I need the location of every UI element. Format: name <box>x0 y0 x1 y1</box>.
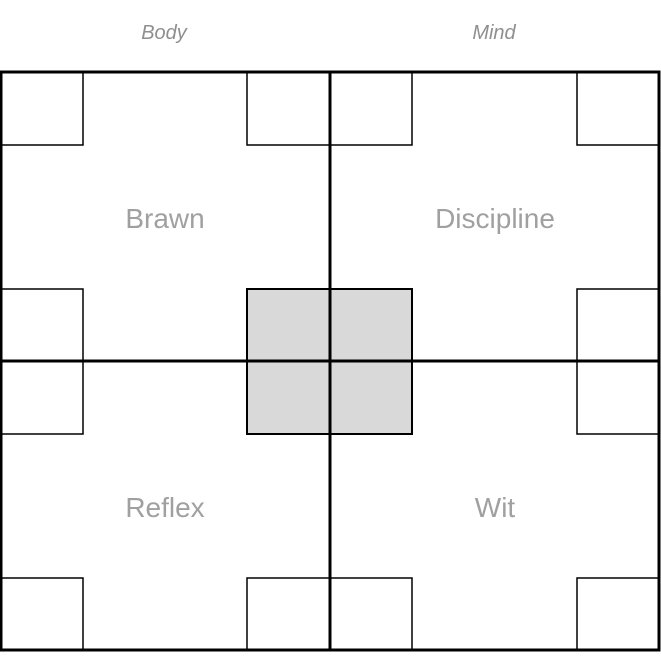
corner-box <box>246 577 331 651</box>
quadrant-label-wit: Wit <box>475 492 516 523</box>
corner-box <box>329 71 413 146</box>
quadrant-label-discipline: Discipline <box>435 203 555 234</box>
corner-box <box>0 71 84 146</box>
corner-box <box>329 577 413 651</box>
corner-box <box>0 577 84 651</box>
corner-box <box>576 360 660 435</box>
mind-column-header: Mind <box>472 22 516 44</box>
quadrant-label-brawn: Brawn <box>125 203 204 234</box>
corner-box <box>576 288 660 362</box>
corner-box <box>246 71 331 146</box>
corner-box <box>0 288 84 362</box>
quadrant-label-reflex: Reflex <box>125 492 204 523</box>
corner-box <box>0 360 84 435</box>
corner-box <box>576 71 660 146</box>
body-column-header: Body <box>141 22 187 44</box>
corner-box <box>576 577 660 651</box>
